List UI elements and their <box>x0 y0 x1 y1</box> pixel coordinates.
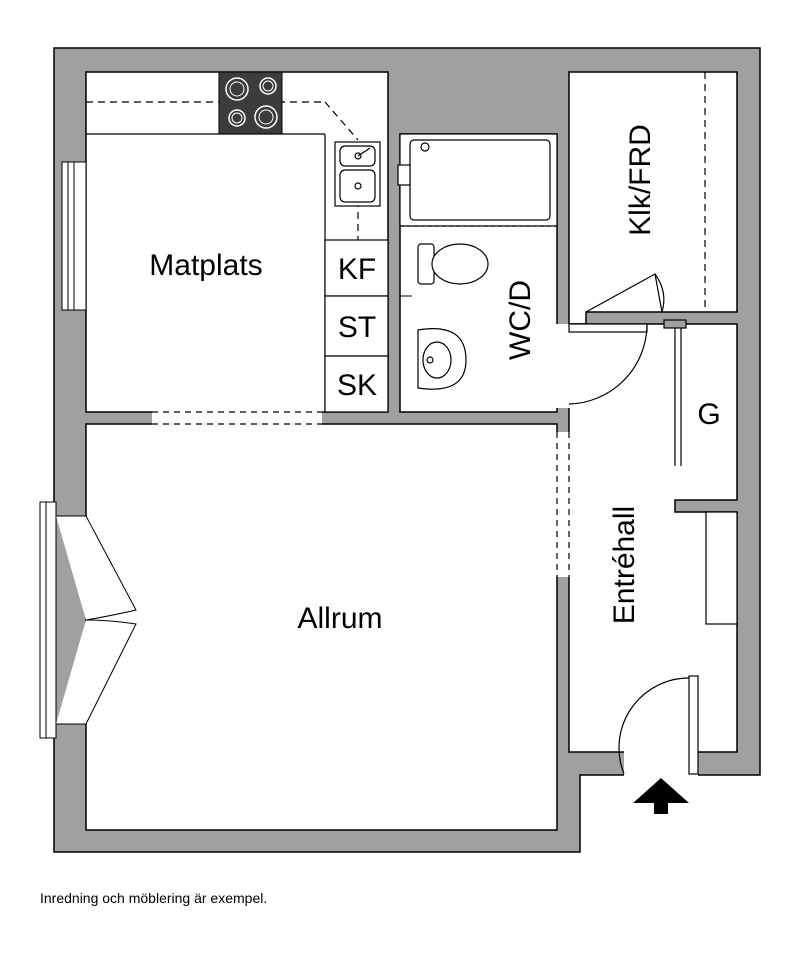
room-label-entrehall: Entréhall <box>608 506 641 624</box>
wardrobe-g <box>663 319 687 466</box>
kitchen-sink-icon <box>334 141 381 207</box>
appliance-boxes <box>324 239 389 413</box>
room-label-g: G <box>697 398 720 431</box>
room-label-klk-frd: Klk/FRD <box>624 124 657 236</box>
bathtub-icon <box>397 133 558 227</box>
allrum-floor <box>85 423 558 831</box>
stove-cabinet-box <box>324 295 389 357</box>
hall-cabinet <box>705 511 738 625</box>
kitchen-window <box>61 161 87 311</box>
allrum-window <box>39 501 137 739</box>
entry-door[interactable] <box>618 675 699 775</box>
closet-door[interactable] <box>585 273 665 313</box>
stove-icon <box>218 71 283 135</box>
room-label-allrum: Allrum <box>297 602 382 635</box>
opening-dashes <box>152 411 570 577</box>
toilet-icon <box>417 243 489 285</box>
wall-openings <box>152 324 698 778</box>
fridge-box <box>324 239 389 297</box>
appliance-label-st: ST <box>338 311 376 344</box>
appliance-label-sk: SK <box>337 369 377 402</box>
dishwasher-box <box>324 355 389 413</box>
entrance-arrow-icon <box>633 778 689 814</box>
footnote: Inredning och möblering är exempel. <box>40 890 268 906</box>
room-label-wcd: WC/D <box>504 280 537 360</box>
washbasin-icon <box>417 328 467 390</box>
appliance-label-kf: KF <box>338 253 376 286</box>
room-label-matplats: Matplats <box>149 249 262 282</box>
bathroom-door[interactable] <box>568 323 648 405</box>
